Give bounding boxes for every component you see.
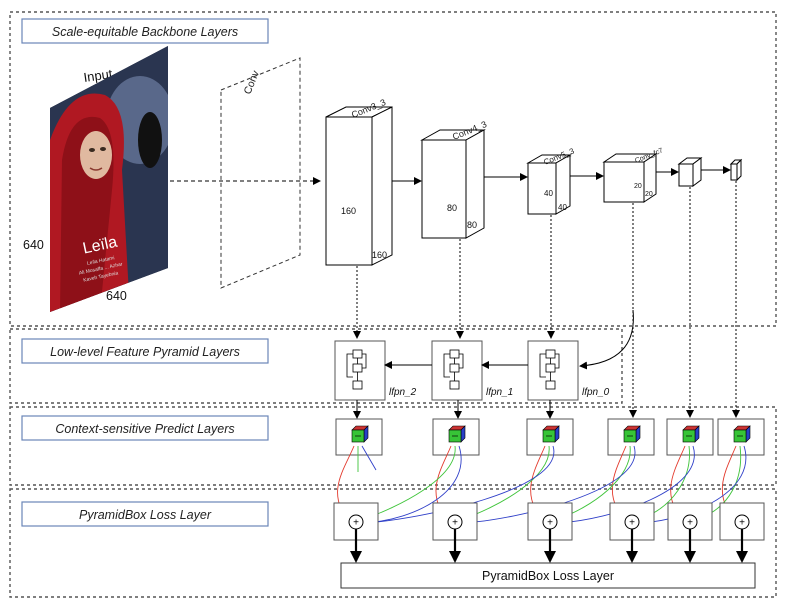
conv-label: Conv [242, 68, 263, 96]
loss-block: + [667, 502, 713, 563]
loss-block: + [333, 502, 379, 563]
lfpn-label: lfpn_2 [389, 387, 417, 398]
conv3-width: 160 [372, 250, 387, 260]
blue-arrow [363, 445, 555, 527]
conv-fc-block [602, 153, 658, 203]
loss-block: + [719, 502, 765, 563]
loss-block: + [609, 502, 655, 563]
predict-section-label: Context-sensitive Predict Layers [55, 422, 234, 436]
predict-block [335, 418, 383, 456]
conv-block [220, 57, 301, 289]
plus-sign: + [353, 518, 359, 529]
conv-fc-width: 20 [645, 191, 653, 198]
lfpn-node [449, 363, 460, 373]
lfpn-node [352, 349, 363, 359]
conv4-block [420, 129, 486, 239]
predict-block [526, 418, 574, 456]
lfpn-block [334, 340, 386, 401]
lfpn-label: lfpn_1 [486, 387, 513, 398]
lfpn-block [431, 340, 483, 401]
loss-bar-label: PyramidBox Loss Layer [482, 569, 614, 583]
lfpn-node [352, 380, 363, 390]
backbone-section-label: Scale-equitable Backbone Layers [52, 25, 238, 39]
poster-line-1: Leïla Hatami [86, 255, 115, 267]
conv5-block [526, 154, 572, 215]
poster-title: Leïla [81, 234, 119, 258]
input-height-label: 640 [23, 238, 44, 252]
lfpn-node [352, 363, 363, 373]
blue-arrow [557, 445, 695, 527]
plus-sign: + [687, 518, 693, 529]
predict-label-box [21, 415, 269, 441]
predict-section-frame [9, 406, 777, 486]
loss-block: + [432, 502, 478, 563]
lfpn-node [545, 380, 556, 390]
conv3-height: 160 [341, 206, 356, 216]
plus-sign: + [452, 518, 458, 529]
blue-arrow [363, 445, 462, 527]
loss-block: + [527, 502, 573, 563]
fc-to-lfpn0-arrow [579, 309, 634, 370]
lfpn-node [449, 349, 460, 359]
conv4-width: 80 [467, 220, 477, 230]
lfpn-node [545, 363, 556, 373]
conv3-block [325, 106, 393, 266]
plus-sign: + [547, 518, 553, 529]
input-width-label: 640 [106, 289, 127, 303]
blue-arrow [462, 445, 636, 527]
lfpn-node [449, 380, 460, 390]
blue-arrow [361, 445, 377, 471]
loss-section-label: PyramidBox Loss Layer [79, 508, 212, 522]
conv7-block [729, 158, 743, 182]
predict-block [607, 418, 655, 456]
conv5-width: 40 [558, 203, 567, 212]
lfpn-section-frame [9, 328, 623, 404]
lfpn-node [545, 349, 556, 359]
backbone-label-box [21, 18, 269, 44]
predict-block [432, 418, 480, 456]
lfpn-section-label: Low-level Feature Pyramid Layers [50, 345, 240, 359]
lfpn-block [527, 340, 579, 401]
plus-sign: + [629, 518, 635, 529]
conv5-height: 40 [544, 189, 553, 198]
conv4-height: 80 [447, 203, 457, 213]
input-image: Leïla Leïla Hatami Ali Mosaffa ... Azhar… [50, 46, 168, 312]
loss-bar [340, 562, 756, 589]
loss-section-frame [9, 488, 777, 598]
conv6-block [677, 157, 703, 187]
lfpn-label: lfpn_0 [582, 387, 610, 398]
blue-arrow [639, 445, 747, 527]
loss-label-box [21, 501, 269, 527]
predict-block [666, 418, 714, 456]
lfpn-label-box [21, 338, 269, 364]
plus-sign: + [739, 518, 745, 529]
predict-block [717, 418, 765, 456]
conv-fc-height: 20 [634, 183, 642, 190]
